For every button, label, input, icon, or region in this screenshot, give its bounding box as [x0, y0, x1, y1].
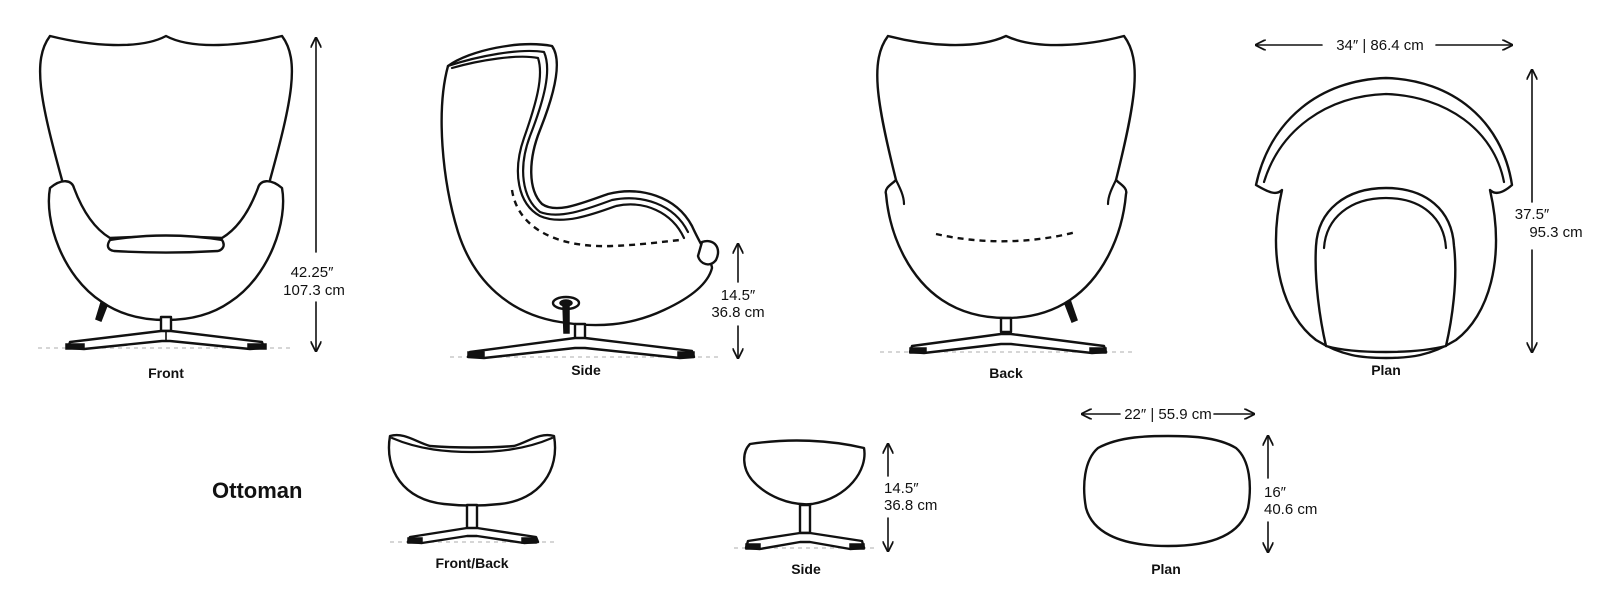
- width-measurement: 34″ | 86.4 cm: [1336, 37, 1424, 54]
- ottoman-depth-dimension: 16″ 40.6 cm: [1264, 436, 1317, 552]
- ottoman-height-inches: 14.5″: [884, 480, 919, 497]
- back-view-label: Back: [989, 365, 1023, 381]
- ottoman-depth-centimeters: 40.6 cm: [1264, 501, 1317, 518]
- chair-back-view: Back: [876, 34, 1136, 381]
- depth-centimeters: 95.3 cm: [1529, 224, 1582, 241]
- ottoman-side-label: Side: [791, 561, 821, 577]
- side-view-label: Side: [571, 362, 601, 378]
- ottoman-plan-label: Plan: [1151, 561, 1181, 577]
- depth-inches: 37.5″: [1515, 206, 1550, 223]
- chair-plan-view: Plan: [1254, 76, 1514, 378]
- ottoman-front-back-view: Front/Back: [387, 433, 557, 571]
- ottoman-side-view: Side: [734, 439, 876, 577]
- seat-height-inches: 14.5″: [721, 287, 756, 304]
- chair-side-view: Side: [440, 43, 720, 378]
- height-centimeters: 107.3 cm: [283, 282, 345, 299]
- ottoman-depth-inches: 16″: [1264, 484, 1287, 501]
- height-inches: 42.25″: [291, 264, 335, 281]
- chair-width-dimension: 34″ | 86.4 cm: [1256, 37, 1512, 54]
- ottoman-front-back-label: Front/Back: [435, 555, 508, 571]
- chair-depth-dimension: 37.5″ 95.3 cm: [1515, 70, 1583, 352]
- chair-height-dimension: 42.25″ 107.3 cm: [283, 38, 345, 351]
- ottoman-width-dimension: 22″ | 55.9 cm: [1082, 406, 1254, 423]
- seat-height-centimeters: 36.8 cm: [711, 304, 764, 321]
- ottoman-height-dimension: 14.5″ 36.8 cm: [884, 444, 937, 551]
- ottoman-plan-view: Plan: [1083, 434, 1251, 577]
- ottoman-section-title: Ottoman: [212, 478, 302, 503]
- plan-view-label: Plan: [1371, 362, 1401, 378]
- chair-seat-height-dimension: 14.5″ 36.8 cm: [711, 244, 765, 358]
- chair-front-view: Front: [38, 34, 294, 381]
- ottoman-width-measurement: 22″ | 55.9 cm: [1124, 406, 1212, 423]
- ottoman-height-centimeters: 36.8 cm: [884, 497, 937, 514]
- front-view-label: Front: [148, 365, 184, 381]
